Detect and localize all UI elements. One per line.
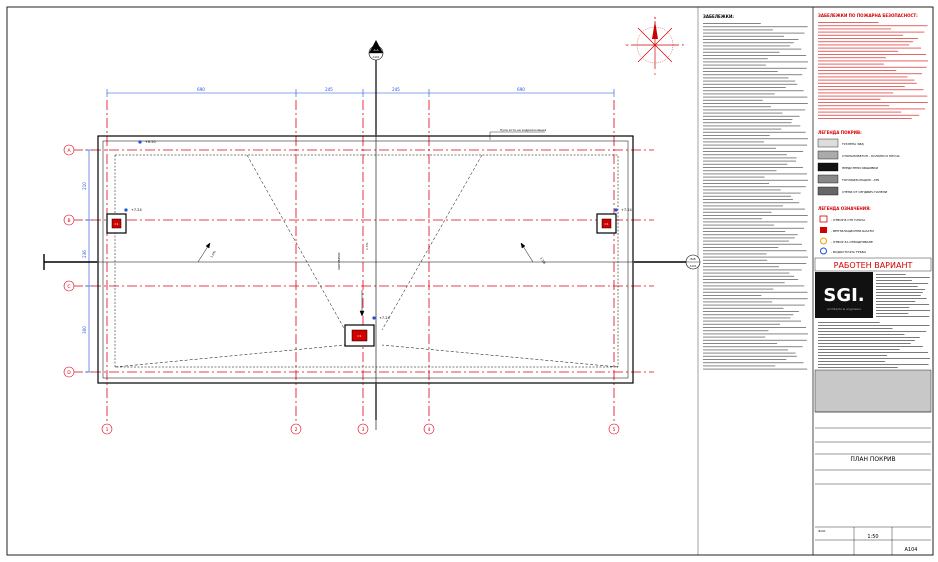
- grid-bubble-2: [290, 423, 302, 435]
- grid-label-B: B: [67, 218, 70, 224]
- svg-text:A101: A101: [373, 55, 380, 59]
- elevation-label: +6.50: [145, 140, 156, 144]
- notes-heading: ЗАБЕЛЕЖКИ:: [703, 14, 734, 19]
- drawing-scale: 1:50: [867, 534, 878, 540]
- grid-label-2: 2: [295, 427, 298, 433]
- section-marker-b: B-B A101: [43, 254, 701, 270]
- slope-label: 1.5%: [365, 242, 369, 250]
- grid-label-1: 1: [106, 427, 109, 433]
- general-notes: ЗАБЕЛЕЖКИ:: [703, 14, 808, 370]
- fire-notes-heading: ЗАБЕЛЕЖКИ ПО ПОЖАРНА БЕЗОПАСНОСТ:: [818, 13, 918, 18]
- dimension-label: 690: [517, 87, 525, 92]
- svg-text:СТЕНИ ОТ СЕНДВИЧ ПАНЕЛИ: СТЕНИ ОТ СЕНДВИЧ ПАНЕЛИ: [842, 190, 887, 194]
- grid-bubble-1: [101, 423, 113, 435]
- elevation-label: +7.24: [621, 208, 632, 212]
- roof-outline: [97, 135, 634, 384]
- grid-label-3: 3: [362, 427, 365, 433]
- grid-bubble-A: [63, 144, 75, 156]
- symbols-heading: ЛЕГЕНДА ОЗНАЧЕНИЯ:: [818, 206, 871, 211]
- elevation-label: +7.24: [131, 208, 142, 212]
- project-info-panel: [814, 369, 932, 413]
- dimension-label: 300: [82, 326, 87, 334]
- grid-label-D: D: [67, 370, 71, 376]
- svg-text:A-A: A-A: [373, 48, 379, 52]
- roof-edge-dashed: [114, 154, 619, 368]
- roof-drain-2: C1 +7.24: [596, 208, 632, 234]
- svg-text:S: S: [654, 72, 656, 76]
- grid-bubble-5: [608, 423, 620, 435]
- roof-drain-1: C1 +7.24: [106, 208, 142, 234]
- svg-text:- ОТВОР В СТЕ ПЛОЧА: - ОТВОР В СТЕ ПЛОЧА: [831, 218, 866, 222]
- svg-text:СТОМАНОБЕТОН - КОЛОНИ И ПЛОЧА: СТОМАНОБЕТОН - КОЛОНИ И ПЛОЧА: [842, 154, 901, 158]
- svg-text:C1: C1: [357, 334, 361, 338]
- section-marker-a: A-A A101: [368, 40, 384, 430]
- grid-bubble-B: [63, 214, 75, 226]
- grid-label-5: 5: [613, 427, 616, 433]
- slope-arrows: [197, 242, 534, 317]
- dimension-label: 690: [197, 87, 205, 92]
- svg-text:E: E: [682, 43, 684, 47]
- svg-text:C1: C1: [604, 222, 608, 226]
- grid-label-4: 4: [428, 427, 431, 433]
- dimension-label: 210: [82, 182, 87, 190]
- svg-text:B-B: B-B: [690, 257, 695, 261]
- roof-slope-lines: [114, 154, 619, 368]
- grid-bubble-4: [423, 423, 435, 435]
- svg-text:- ВЕНТИЛАЦИОННИ ШАХТИ: - ВЕНТИЛАЦИОННИ ШАХТИ: [831, 229, 874, 233]
- svg-text:- ВОДОСТОЧНА ТРЪБА: - ВОДОСТОЧНА ТРЪБА: [831, 250, 867, 254]
- roof-drain-3: C1 +7.24: [344, 316, 390, 347]
- sheet-number: A104: [905, 547, 918, 553]
- svg-text:- ОТВОР ЗА ОТВОДНЯВАНЕ: - ОТВОР ЗА ОТВОДНЯВАНЕ: [831, 240, 873, 244]
- working-variant-label: РАБОТЕН ВАРИАНТ: [834, 261, 913, 270]
- grid-bubble-D: [63, 366, 75, 378]
- compass-rose-icon: N S E W: [626, 16, 685, 76]
- svg-text:N: N: [654, 16, 656, 20]
- dimension-label: 236: [82, 250, 87, 258]
- legend-heading: ЛЕГЕНДА ПОКРИВ:: [818, 130, 862, 135]
- svg-text:architects & engineers: architects & engineers: [827, 307, 861, 311]
- elevation-label: +7.24: [379, 316, 390, 320]
- grid-label-A: A: [67, 148, 71, 154]
- legend-symbols: - ОТВОР В СТЕ ПЛОЧА - ВЕНТИЛАЦИОННИ ШАХТ…: [819, 215, 874, 255]
- grid-bubble-3: [357, 423, 369, 435]
- svg-text:A101: A101: [690, 264, 697, 268]
- grid-bubble-C: [63, 280, 75, 292]
- svg-text:C1: C1: [114, 222, 118, 226]
- title-block: ЗАБЕЛЕЖКИ ПО ПОЖАРНА БЕЗОПАСНОСТ: ЛЕГЕНД…: [814, 13, 932, 555]
- dimension-label: 245: [325, 87, 333, 92]
- svg-text:ПРЕДСТЕНИ ОБШИВКИ: ПРЕДСТЕНИ ОБШИВКИ: [842, 166, 878, 170]
- svg-text:ТОПЛОИЗОЛАЦИЯ - XPS: ТОПЛОИЗОЛАЦИЯ - XPS: [841, 178, 879, 182]
- svg-text:SGI.: SGI.: [823, 285, 864, 306]
- company-logo: [815, 272, 873, 318]
- dimension-label: 245: [392, 87, 400, 92]
- grid-label-C: C: [67, 284, 70, 290]
- roof-plan: 1 2 3 4 5 A B C D 690 245 245 690: [43, 40, 701, 435]
- svg-text:W: W: [626, 43, 629, 47]
- slope-label: 1.5%: [539, 256, 547, 265]
- vertical-note: ЗАБЕЛЕЖКИ:: [337, 252, 341, 270]
- svg-text:ФАЗА: ФАЗА: [818, 529, 826, 533]
- legend-items: ТУХЛЕНА ЗИД СТОМАНОБЕТОН - КОЛОНИ И ПЛОЧ…: [817, 138, 901, 196]
- roof-note: Нула кота на хидроизолация: [500, 128, 546, 132]
- drawing-title: ПЛАН ПОКРИВ: [850, 456, 895, 463]
- sheet-border: [6, 6, 934, 556]
- parapet-inner-line: [102, 140, 629, 379]
- slope-label: 1.5%: [209, 250, 217, 259]
- svg-text:ТУХЛЕНА ЗИД: ТУХЛЕНА ЗИД: [841, 142, 864, 146]
